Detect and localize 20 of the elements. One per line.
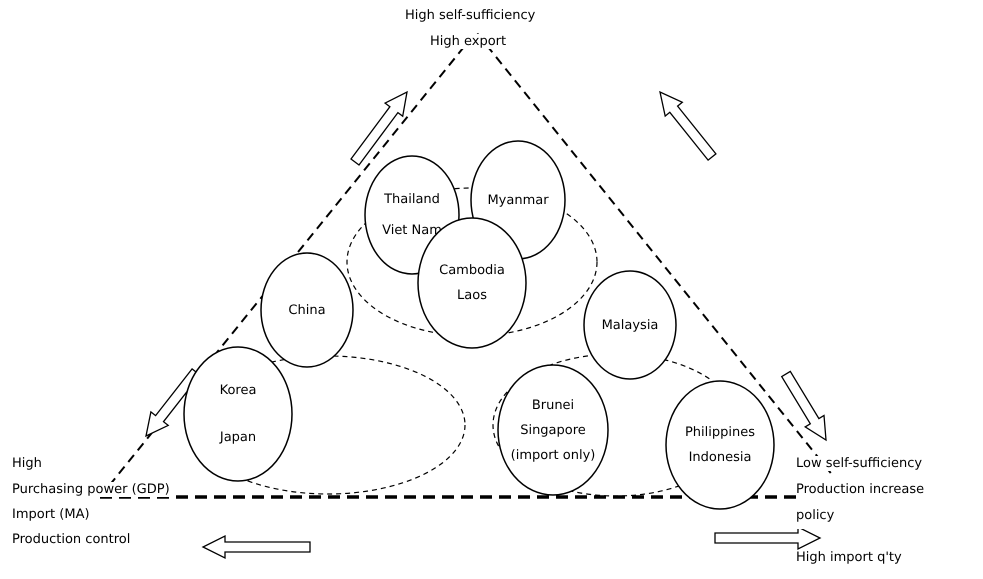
corner-label: High <box>12 456 42 471</box>
corner-label: High self-sufficiency <box>405 8 536 23</box>
country-name: Korea <box>220 382 256 400</box>
corner-label: Purchasing power (GDP) <box>12 482 170 497</box>
country-name: Laos <box>457 287 487 305</box>
country-name: Thailand <box>384 191 440 209</box>
country-name: Malaysia <box>602 316 658 334</box>
country-name: Myanmar <box>487 192 549 210</box>
country-name: Philippines <box>684 424 756 442</box>
country-name: Japan <box>220 429 256 447</box>
country-name: China <box>288 302 326 320</box>
country-name: Indonesia <box>688 449 752 467</box>
country-name: Brunei <box>532 396 574 414</box>
corner-label: Import (MA) <box>12 507 90 522</box>
corner-label: High export <box>430 34 506 49</box>
country-name: Singapore <box>520 422 586 440</box>
corner-label: Low self-sufficiency <box>796 456 922 471</box>
country-name: Cambodia <box>439 262 505 280</box>
corner-label: High import q'ty <box>796 550 902 565</box>
country-name: (import only) <box>510 446 596 464</box>
